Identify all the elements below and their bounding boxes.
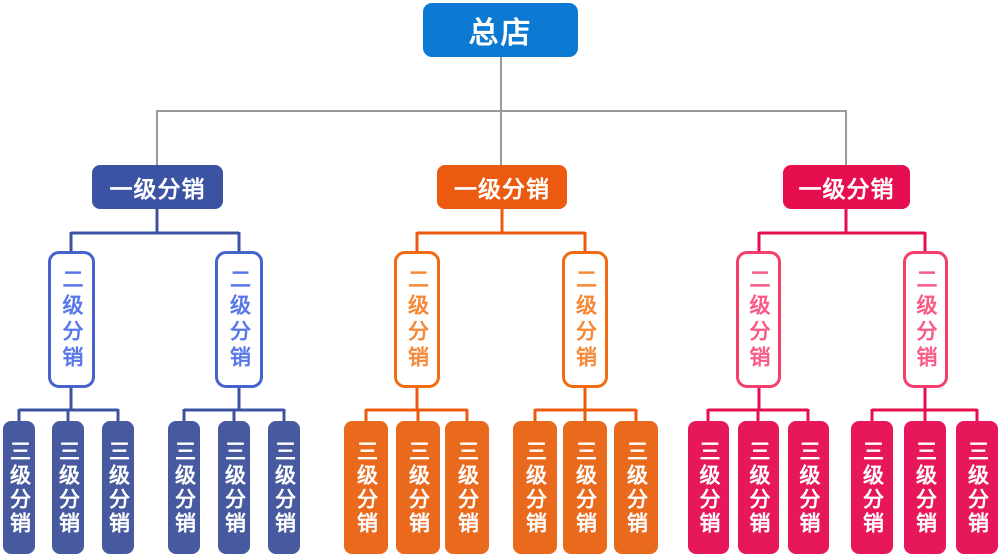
node-l3: 三级分销 bbox=[904, 421, 946, 554]
node-l3: 三级分销 bbox=[563, 421, 607, 554]
node-l3: 三级分销 bbox=[218, 421, 250, 554]
node-l2-label: 二级分销 bbox=[747, 267, 771, 372]
node-l2-label: 二级分销 bbox=[914, 267, 938, 372]
node-l3: 三级分销 bbox=[513, 421, 557, 554]
node-l3: 三级分销 bbox=[268, 421, 300, 554]
node-l3-label: 三级分销 bbox=[747, 439, 771, 536]
node-l2-middle-1: 二级分销 bbox=[394, 251, 440, 388]
node-l3: 三级分销 bbox=[396, 421, 440, 554]
node-l3-label: 三级分销 bbox=[272, 439, 297, 536]
node-l2-label: 二级分销 bbox=[60, 267, 84, 372]
node-l3: 三级分销 bbox=[52, 421, 84, 554]
node-l2-label: 二级分销 bbox=[405, 267, 430, 372]
node-l3-label: 三级分销 bbox=[354, 439, 379, 536]
node-l3-label: 三级分销 bbox=[455, 439, 480, 536]
node-l3: 三级分销 bbox=[956, 421, 998, 554]
node-l2-label: 二级分销 bbox=[227, 267, 252, 372]
node-l3-label: 三级分销 bbox=[860, 439, 885, 536]
node-l2-right-2: 二级分销 bbox=[903, 251, 948, 388]
node-l1-middle: 一级分销 bbox=[437, 165, 567, 209]
node-l3-label: 三级分销 bbox=[697, 439, 721, 536]
node-l2-left-1: 二级分销 bbox=[48, 251, 95, 388]
node-l3: 三级分销 bbox=[102, 421, 134, 554]
node-l3: 三级分销 bbox=[445, 421, 489, 554]
node-l3-label: 三级分销 bbox=[624, 439, 649, 536]
node-l1-left: 一级分销 bbox=[92, 165, 223, 209]
node-l3: 三级分销 bbox=[788, 421, 829, 554]
node-l3: 三级分销 bbox=[738, 421, 779, 554]
node-l3: 三级分销 bbox=[851, 421, 893, 554]
node-l1-right: 一级分销 bbox=[783, 165, 910, 209]
node-l3-label: 三级分销 bbox=[523, 439, 548, 536]
node-l3: 三级分销 bbox=[344, 421, 388, 554]
node-l3-label: 三级分销 bbox=[7, 439, 32, 536]
node-l3: 三级分销 bbox=[3, 421, 35, 554]
node-l3-label: 三级分销 bbox=[106, 439, 131, 536]
node-l3-label: 三级分销 bbox=[913, 439, 938, 536]
node-l3-label: 三级分销 bbox=[573, 439, 598, 536]
node-l3: 三级分销 bbox=[688, 421, 729, 554]
node-l3-label: 三级分销 bbox=[222, 439, 247, 536]
node-l2-label: 二级分销 bbox=[573, 267, 598, 372]
node-l3-label: 三级分销 bbox=[406, 439, 431, 536]
node-l3-label: 三级分销 bbox=[797, 439, 821, 536]
node-l2-left-2: 二级分销 bbox=[215, 251, 263, 388]
node-l3-label: 三级分销 bbox=[172, 439, 197, 536]
node-head-store: 总店 bbox=[423, 3, 578, 57]
node-l3-label: 三级分销 bbox=[56, 439, 81, 536]
node-l3: 三级分销 bbox=[614, 421, 658, 554]
node-l2-right-1: 二级分销 bbox=[736, 251, 781, 388]
node-l3: 三级分销 bbox=[168, 421, 200, 554]
node-l2-middle-2: 二级分销 bbox=[562, 251, 608, 388]
node-l3-label: 三级分销 bbox=[965, 439, 990, 536]
